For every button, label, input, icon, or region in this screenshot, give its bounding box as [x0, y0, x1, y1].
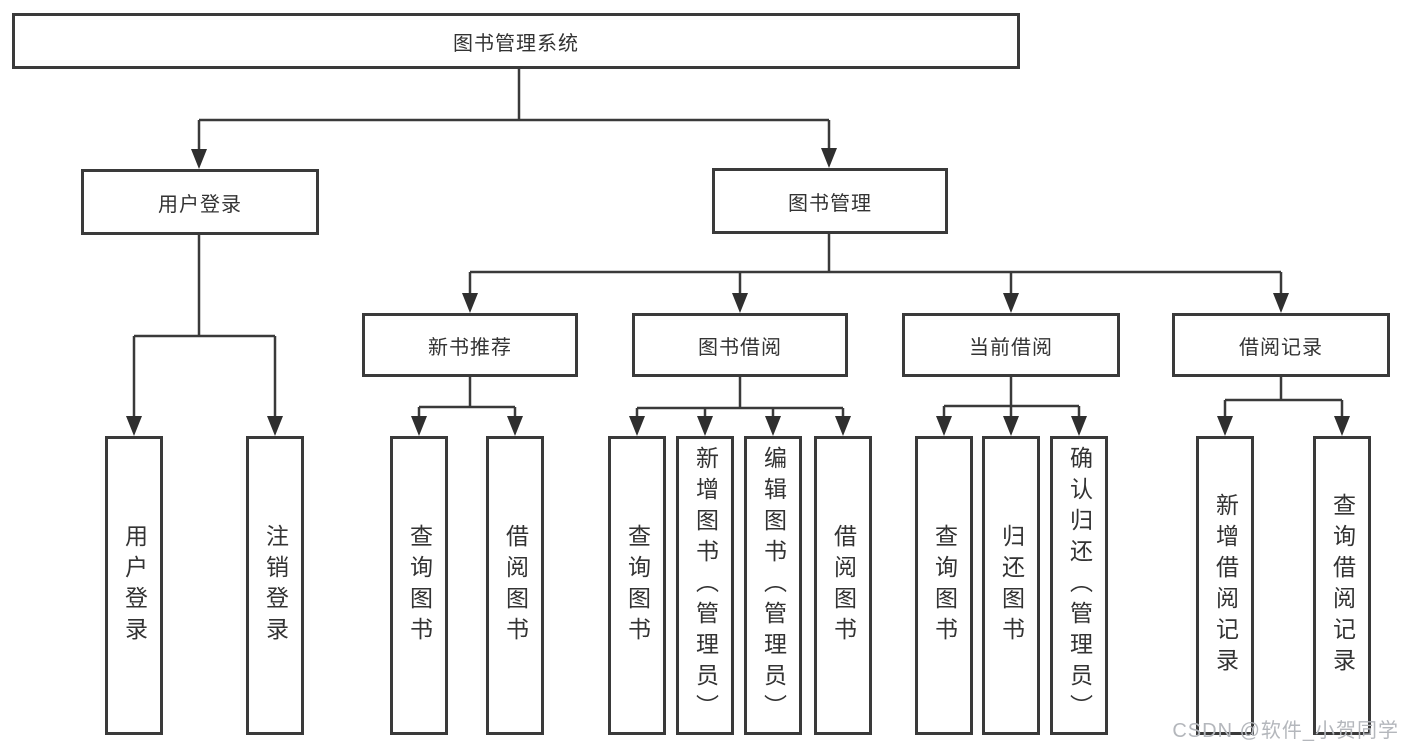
node-borrowing-records: 借阅记录 — [1172, 313, 1390, 377]
leaf-nb-query-books-label: 查询图书 — [406, 523, 433, 648]
node-root: 图书管理系统 — [12, 13, 1020, 69]
node-new-book-recommend: 新书推荐 — [362, 313, 578, 377]
leaf-logout-login: 注销登录 — [246, 436, 304, 735]
node-book-borrowing-label: 图书借阅 — [698, 336, 782, 359]
leaf-cb-confirm-return-admin: 确认归还（管理员） — [1050, 436, 1108, 735]
leaf-br-query-record: 查询借阅记录 — [1313, 436, 1371, 735]
leaf-nb-borrow-books-label: 借阅图书 — [502, 523, 529, 648]
leaf-user-login: 用户登录 — [105, 436, 163, 735]
leaf-bb-add-books-admin-label: 新增图书（管理员） — [692, 446, 719, 725]
leaf-bb-add-books-admin: 新增图书（管理员） — [676, 436, 734, 735]
leaf-nb-borrow-books: 借阅图书 — [486, 436, 544, 735]
node-current-borrowing-label: 当前借阅 — [969, 336, 1053, 359]
connectors-current-borrowing-split — [936, 377, 1087, 436]
leaf-nb-query-books: 查询图书 — [390, 436, 448, 735]
node-new-book-recommend-label: 新书推荐 — [428, 336, 512, 359]
connectors-book-borrowing-split — [629, 377, 851, 436]
node-book-management: 图书管理 — [712, 168, 948, 234]
leaf-cb-query-books-label: 查询图书 — [931, 523, 958, 648]
connectors-new-book-split — [411, 377, 523, 436]
node-borrowing-records-label: 借阅记录 — [1239, 336, 1323, 359]
leaf-cb-return-books-label: 归还图书 — [998, 523, 1025, 648]
leaf-br-query-record-label: 查询借阅记录 — [1329, 492, 1356, 679]
leaf-br-add-record: 新增借阅记录 — [1196, 436, 1254, 735]
leaf-bb-edit-books-admin-label: 编辑图书（管理员） — [760, 446, 787, 725]
leaf-bb-query-books: 查询图书 — [608, 436, 666, 735]
node-current-borrowing: 当前借阅 — [902, 313, 1120, 377]
node-user-login: 用户登录 — [81, 169, 319, 235]
connectors-user-login-split — [126, 234, 283, 436]
leaf-cb-return-books: 归还图书 — [982, 436, 1040, 735]
leaf-cb-confirm-return-admin-label: 确认归还（管理员） — [1066, 446, 1093, 725]
leaf-bb-query-books-label: 查询图书 — [624, 523, 651, 648]
leaf-bb-borrow-books-label: 借阅图书 — [830, 523, 857, 648]
leaf-br-add-record-label: 新增借阅记录 — [1212, 492, 1239, 679]
watermark-csdn: CSDN @软件_小贺同学 — [1172, 720, 1399, 742]
leaf-cb-query-books: 查询图书 — [915, 436, 973, 735]
connectors-borrowing-records-split — [1217, 377, 1350, 436]
node-book-borrowing: 图书借阅 — [632, 313, 848, 377]
leaf-bb-borrow-books: 借阅图书 — [814, 436, 872, 735]
node-book-management-label: 图书管理 — [788, 192, 872, 215]
connectors-root-split — [191, 69, 837, 169]
leaf-logout-login-label: 注销登录 — [262, 523, 289, 648]
leaf-user-login-label: 用户登录 — [121, 523, 148, 648]
node-root-label: 图书管理系统 — [453, 32, 579, 55]
node-user-login-label: 用户登录 — [158, 193, 242, 216]
leaf-bb-edit-books-admin: 编辑图书（管理员） — [744, 436, 802, 735]
connectors-book-management-split — [462, 233, 1289, 313]
